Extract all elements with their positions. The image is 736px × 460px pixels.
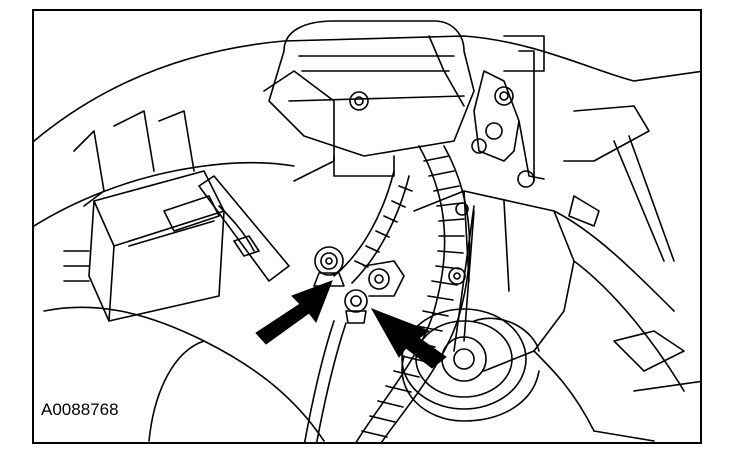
lower-right-structure	[553, 210, 700, 442]
starter-motor	[413, 190, 595, 432]
wiring-harness	[333, 145, 471, 442]
starter-nose	[401, 308, 540, 422]
solenoid-terminals	[313, 246, 405, 324]
top-cover	[268, 20, 475, 177]
right-bracket	[471, 35, 675, 262]
pointer-arrow-right-icon	[370, 308, 447, 369]
battery-cable	[303, 320, 347, 442]
engine-illustration	[34, 20, 700, 442]
pointer-arrow-left-icon	[255, 280, 333, 345]
strap-bracket	[198, 175, 290, 282]
engine-housing	[34, 35, 700, 442]
control-module	[63, 110, 225, 322]
illustration-frame: A0088768	[32, 9, 702, 444]
figure-id-label: A0088768	[38, 400, 122, 420]
